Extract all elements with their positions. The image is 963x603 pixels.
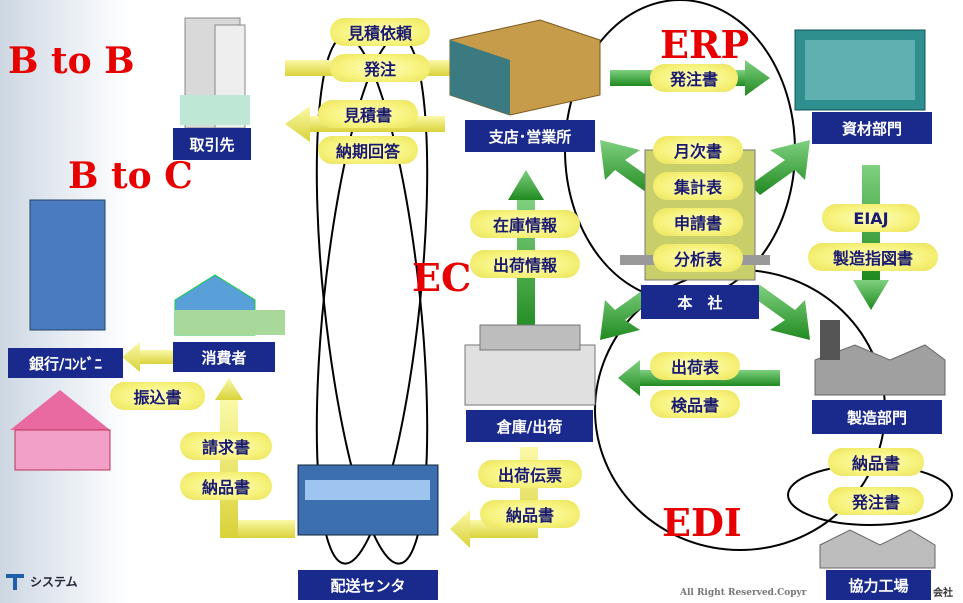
arrow-shizai-to-seizo [853,165,889,310]
flow-furikomisho: 振込書 [110,382,205,410]
arrow-honsha-to-seizo [750,285,810,340]
flow-getsujisho: 月次書 [653,136,743,164]
flow-hatchusho-edi: 発注書 [828,487,924,515]
flow-bunsekihyo: 分析表 [653,244,743,272]
node-shizai: 資材部門 [812,112,932,144]
flow-seizo-shizu: 製造指図書 [808,243,938,271]
footer-suffix: 会社 [933,588,953,599]
shohisha-house [174,274,285,336]
node-seizo: 製造部門 [812,400,942,434]
soko-building [464,324,596,406]
flow-kenpinsho: 検品書 [650,390,740,418]
shiten-building [449,19,601,116]
flow-eiaj: EIAJ [822,204,920,232]
flow-hatchu: 発注 [330,54,430,82]
logo-text: システム [30,575,78,589]
node-shohisha: 消費者 [173,342,275,372]
logo-mark-icon [6,573,24,590]
shizai-building [794,29,926,111]
node-honsha: 本 社 [641,285,759,319]
flow-noki-kaito: 納期回答 [318,136,418,164]
flow-shukeihyo: 集計表 [653,172,743,200]
flow-mitsumorisho: 見積書 [318,100,418,128]
heading-btoc: B to C [68,155,193,197]
torihikisaki-building [180,17,250,129]
heading-ec: EC [412,255,472,300]
haiso-buses [297,464,439,536]
flow-nohinsho-haiso: 納品書 [480,500,580,528]
flow-mitsumori-irai: 見積依頼 [330,18,430,46]
ginko-building [29,199,106,331]
arrow-honsha-to-shizai [750,140,810,195]
flow-shukka-denpyo: 出荷伝票 [478,460,582,488]
flow-shukkahyo: 出荷表 [650,352,740,380]
flow-shukka-joho: 出荷情報 [470,250,580,278]
flow-nohinsho-edi: 納品書 [828,448,924,476]
node-soko: 倉庫/出荷 [466,410,593,442]
flow-nohinsho-c: 納品書 [180,472,272,500]
seizo-building [814,320,946,396]
node-kyoryoku: 協力工場 [826,570,931,600]
heading-edi: EDI [662,500,742,545]
company-logo: システム [6,573,78,590]
flow-hatchusho-erp: 発注書 [650,64,738,92]
heading-btob: B to B [8,40,135,82]
node-torihikisaki: 取引先 [173,128,251,160]
flow-shinseisho: 申請書 [653,208,743,236]
footer-copyright: All Right Reserved.Copyr [680,588,807,598]
heading-erp: ERP [660,22,750,67]
flow-seikyusho: 請求書 [180,432,272,460]
node-haiso: 配送センタ [298,570,438,600]
node-shiten: 支店･営業所 [465,120,595,152]
konbini-store [10,390,111,471]
flow-zaiko-joho: 在庫情報 [470,210,580,238]
arrow-shohisha-to-ginko [122,342,175,372]
kyoryoku-building [819,529,936,569]
node-ginko: 銀行/ｺﾝﾋﾞﾆ [8,348,123,378]
